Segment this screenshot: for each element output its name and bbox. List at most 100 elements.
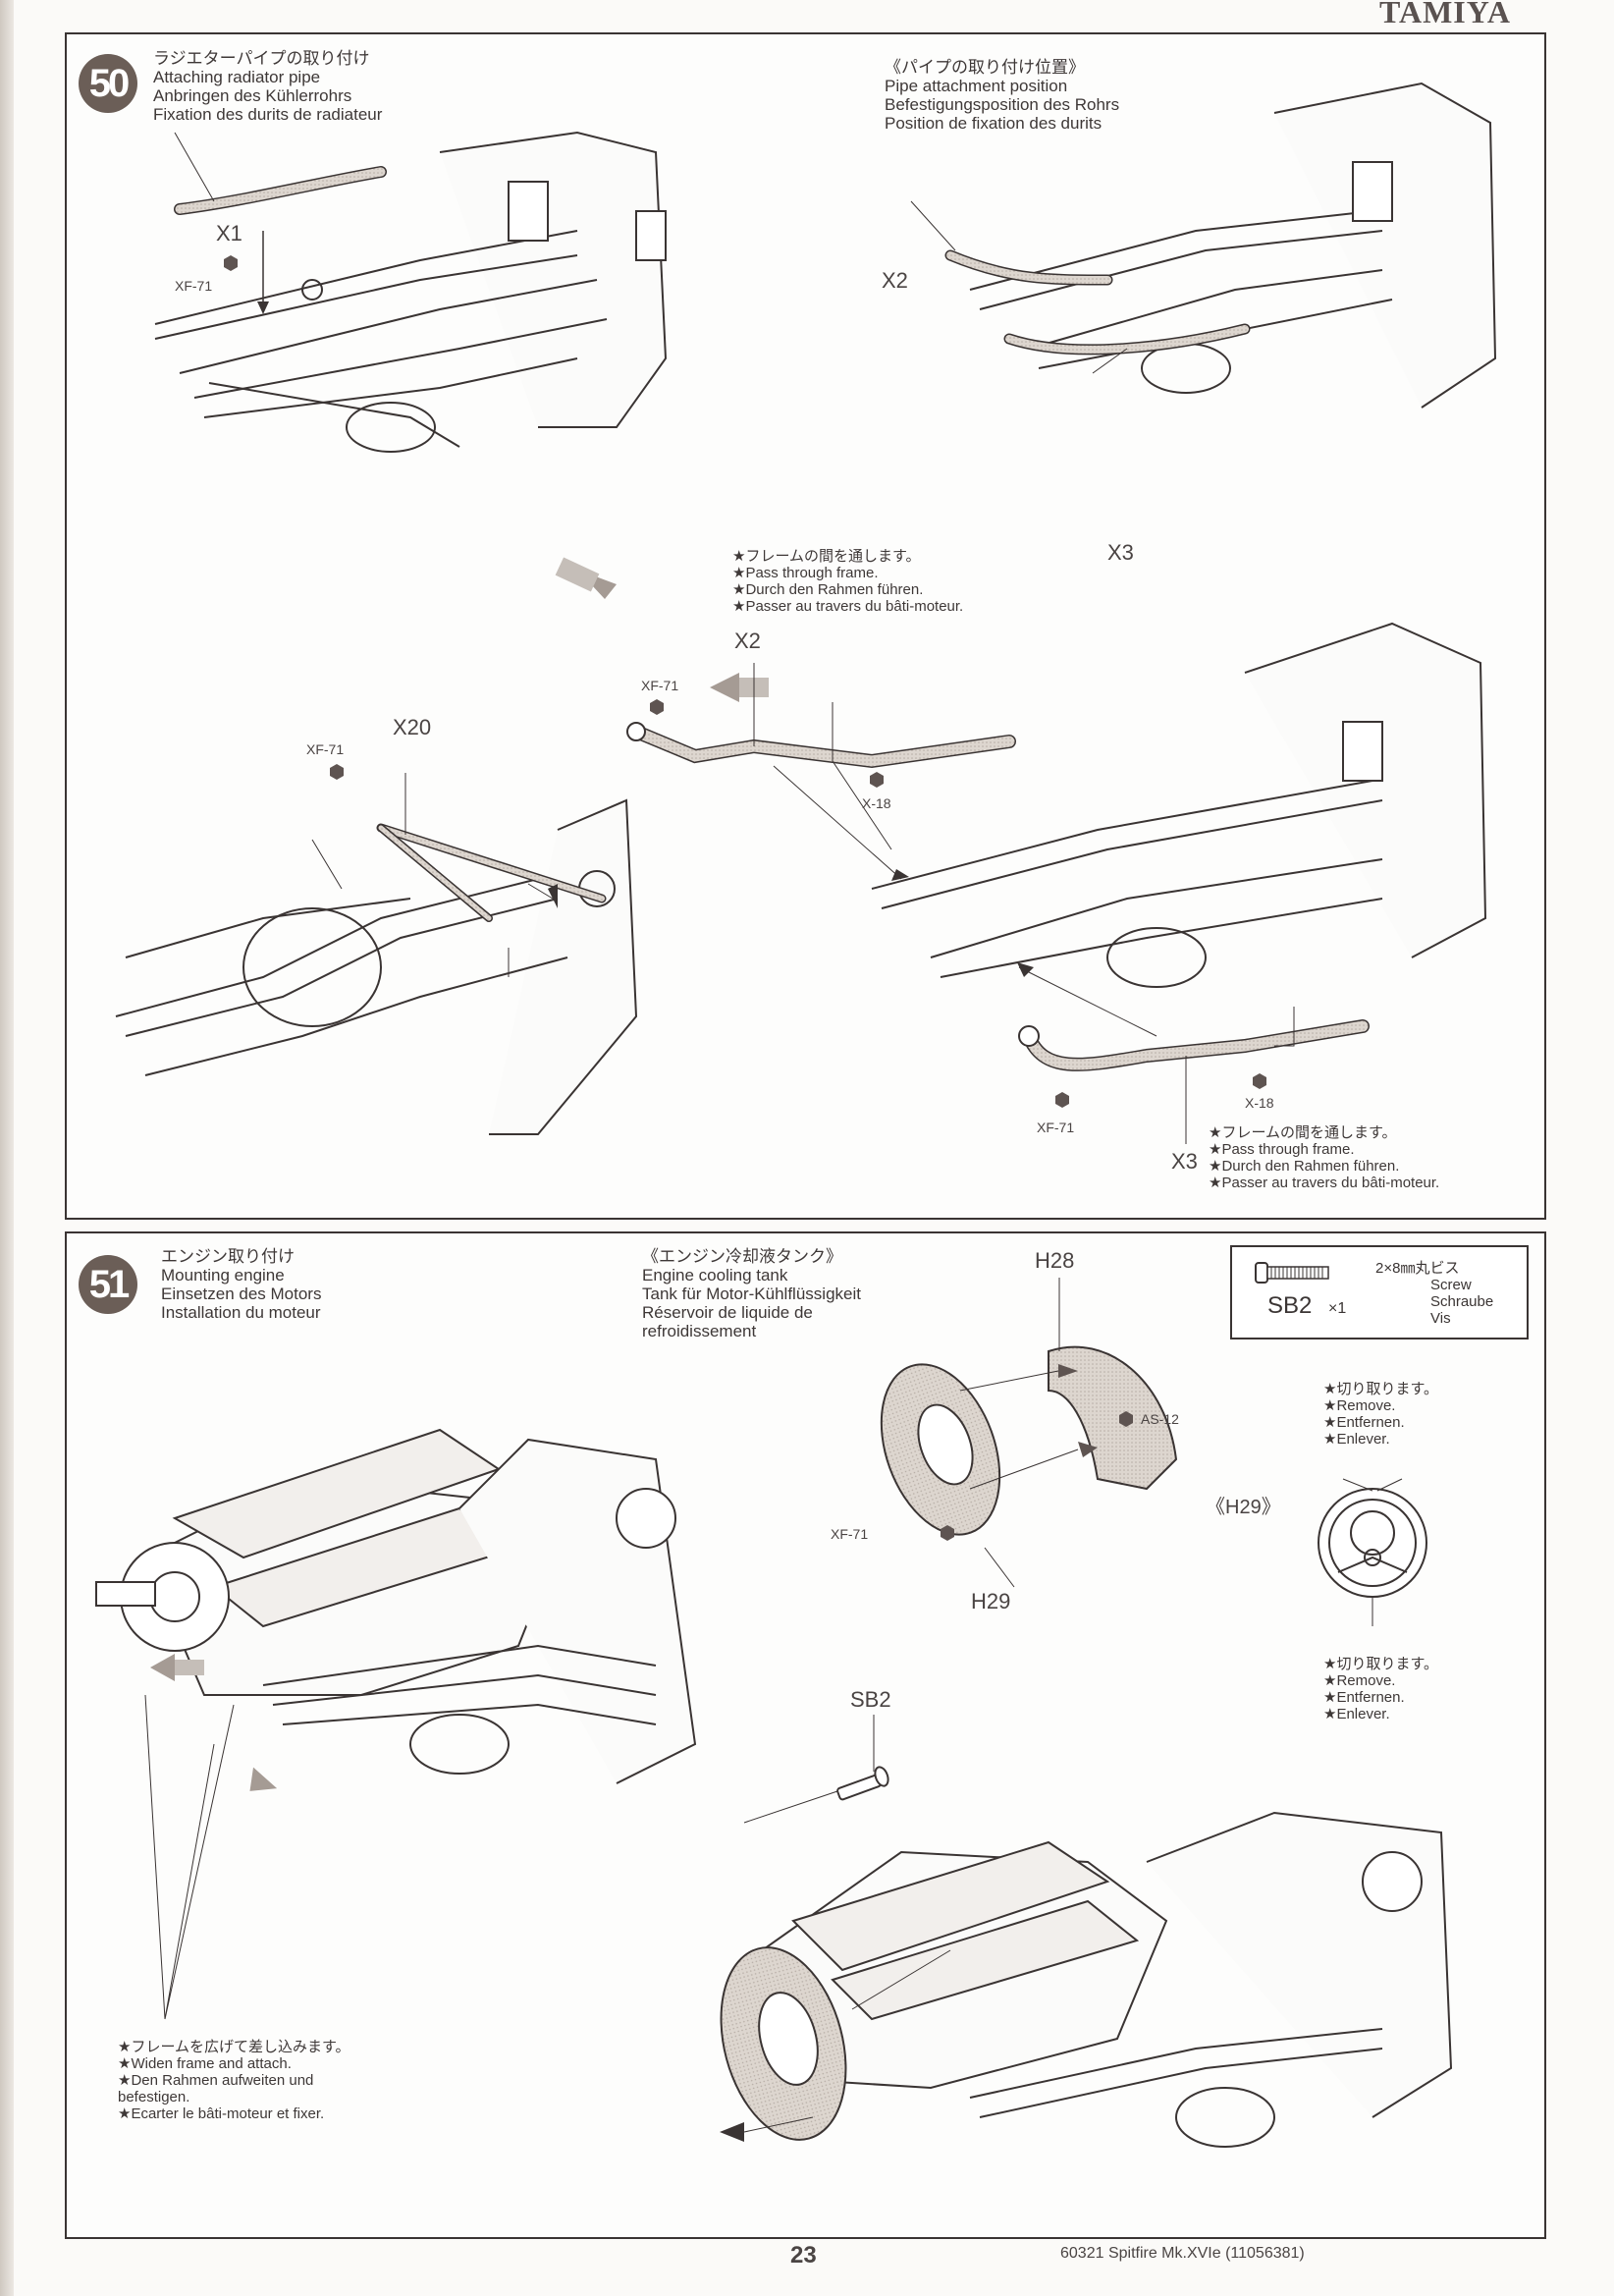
note-fr: ★Passer au travers du bâti-moteur. (732, 598, 964, 615)
pipe-x3 (1023, 1020, 1369, 1070)
note-fr: ★Enlever. (1323, 1431, 1390, 1448)
paint-label-xf71: XF-71 (831, 1526, 869, 1542)
pipe-x2 (630, 726, 1015, 767)
paint-label-x18: X-18 (1245, 1095, 1274, 1111)
note-de: ★Durch den Rahmen führen. (732, 581, 924, 598)
part-label-h28: H28 (1035, 1248, 1075, 1273)
part-label-x20: X20 (393, 715, 432, 739)
note-en: ★Pass through frame. (732, 565, 879, 581)
paint-label-x18: X-18 (862, 795, 891, 811)
inset-title: 《パイプの取り付け位置》 Pipe attachment position Be… (885, 58, 1119, 133)
paint-label-xf71: XF-71 (306, 741, 345, 757)
note-jp: ★切り取ります。 (1323, 1381, 1438, 1397)
step-50-illustrations (115, 82, 1497, 1144)
step-number-badge: 50 (79, 54, 137, 113)
note-en: ★Pass through frame. (1209, 1141, 1355, 1158)
note-remove: ★切り取ります。 ★Remove. ★Entfernen. ★Enlever. (1323, 1381, 1438, 1448)
screw-quantity: ×1 (1328, 1300, 1347, 1317)
step-number-badge: 51 (79, 1255, 137, 1314)
screw-icon (1255, 1262, 1329, 1284)
screw-parts-box: SB2 ×1 2×8㎜丸ビス Screw Schraube Vis (1230, 1245, 1529, 1339)
frame-assembly-mid-right (871, 622, 1487, 988)
inset-title-fr: Réservoir de liquide de (642, 1303, 813, 1322)
part-label-x3: X3 (1171, 1149, 1198, 1174)
part-label-x1: X1 (216, 221, 242, 246)
note-remove: ★切り取ります。 ★Remove. ★Entfernen. ★Enlever. (1323, 1656, 1438, 1722)
inset-title-jp: 《パイプの取り付け位置》 (885, 58, 1085, 77)
inset-title-de: Tank für Motor-Kühlflüssigkeit (642, 1285, 861, 1303)
screw-desc-en: Screw (1430, 1277, 1472, 1293)
note-de: ★Entfernen. (1323, 1414, 1405, 1431)
note-fr: ★Passer au travers du bâti-moteur. (1209, 1175, 1440, 1191)
part-label-x2: X2 (734, 629, 761, 653)
part-label-h29: H29 (971, 1589, 1011, 1613)
inset-title-fr: Position de fixation des durits (885, 114, 1103, 133)
paint-chip-icon (650, 699, 664, 715)
screw-desc-fr: Vis (1430, 1310, 1451, 1327)
step-51-illustrations (95, 1278, 1453, 2148)
note-widen-frame: ★フレームを広げて差し込みます。 ★Widen frame and attach… (118, 2039, 350, 2122)
pipe-x3-installed (1005, 325, 1249, 354)
step-title-en: Attaching radiator pipe (153, 68, 321, 86)
screw-desc-jp: 2×8㎜丸ビス (1375, 1260, 1460, 1277)
coolant-tank-exploded (880, 1345, 1178, 1536)
frame-assembly-top-left (154, 131, 668, 453)
screw-part-code: SB2 (1267, 1292, 1313, 1319)
note-fr: ★Enlever. (1323, 1706, 1390, 1722)
frame-assembly-top-right (969, 82, 1497, 409)
paint-label-xf71: XF-71 (175, 278, 213, 294)
flow-arrow-right (249, 1767, 278, 1791)
step-title: ラジエターパイプの取り付け Attaching radiator pipe An… (153, 49, 382, 124)
rod-x20 (378, 825, 605, 902)
step-title-de: Anbringen des Kühlerrohrs (153, 86, 352, 105)
part-label-x2-position: X2 (882, 268, 908, 293)
note-pass-through-frame: ★フレームの間を通します。 ★Pass through frame. ★Durc… (1209, 1124, 1439, 1191)
note-de: ★Entfernen. (1323, 1689, 1405, 1706)
engine-assembly-left (95, 1428, 697, 1784)
flow-arrow-left (150, 1654, 175, 1681)
note-jp: ★切り取ります。 (1323, 1656, 1438, 1672)
paint-chip-icon (224, 255, 238, 271)
step-title-jp: エンジン取り付け (161, 1247, 295, 1266)
note-pass-through-frame: ★フレームの間を通します。 ★Pass through frame. ★Durc… (732, 548, 963, 615)
h29-detail-view (1318, 1488, 1427, 1598)
note-jp: ★フレームの間を通します。 (1209, 1124, 1397, 1141)
inset-title-jp: 《エンジン冷却液タンク》 (642, 1247, 842, 1266)
pipe-x2-installed (946, 251, 1111, 284)
note-de: ★Den Rahmen aufweiten und (118, 2072, 314, 2089)
paint-chip-icon (1119, 1411, 1133, 1427)
step-title-jp: ラジエターパイプの取り付け (153, 49, 370, 68)
note-en: ★Remove. (1323, 1397, 1396, 1414)
paint-chip-icon (1055, 1092, 1069, 1108)
detail-label-h29: 《H29》 (1206, 1497, 1281, 1518)
inset-title: 《エンジン冷却液タンク》 Engine cooling tank Tank fü… (642, 1247, 861, 1340)
inset-title-fr-cont: refroidissement (642, 1322, 757, 1340)
paint-label-xf71: XF-71 (1037, 1120, 1075, 1135)
step-title: エンジン取り付け Mounting engine Einsetzen des M… (161, 1247, 321, 1322)
part-label-sb2: SB2 (850, 1687, 891, 1712)
note-en: ★Remove. (1323, 1672, 1396, 1689)
inset-title-en: Engine cooling tank (642, 1266, 788, 1285)
flow-arrow-left (710, 673, 739, 702)
inset-title-de: Befestigungsposition des Rohrs (885, 95, 1120, 114)
frame-assembly-mid-left (115, 798, 638, 1135)
page-number: 23 (790, 2242, 817, 2269)
inset-title-en: Pipe attachment position (885, 77, 1068, 95)
paint-label-as12: AS-12 (1141, 1411, 1179, 1427)
step-title-fr: Installation du moteur (161, 1303, 321, 1322)
brand-logo: TAMIYA (1379, 0, 1512, 29)
step-50-panel: 50 ラジエターパイプの取り付け Attaching radiator pipe… (65, 32, 1546, 1220)
engine-assembly-right (732, 1811, 1453, 2148)
paint-chip-icon (941, 1525, 954, 1541)
pipe-x1 (175, 167, 386, 214)
note-en: ★Widen frame and attach. (118, 2055, 292, 2072)
note-de-cont: befestigen. (118, 2089, 190, 2105)
screw-desc: Screw Schraube Vis (1430, 1277, 1493, 1327)
note-jp: ★フレームを広げて差し込みます。 (118, 2039, 350, 2055)
note-fr: ★Ecarter le bâti-moteur et fixer. (118, 2105, 325, 2122)
paint-label-xf71: XF-71 (641, 678, 679, 693)
part-label-x3-position: X3 (1107, 540, 1134, 565)
screw-desc-de: Schraube (1430, 1293, 1494, 1310)
paint-chip-icon (1253, 1073, 1266, 1089)
step-title-en: Mounting engine (161, 1266, 285, 1285)
